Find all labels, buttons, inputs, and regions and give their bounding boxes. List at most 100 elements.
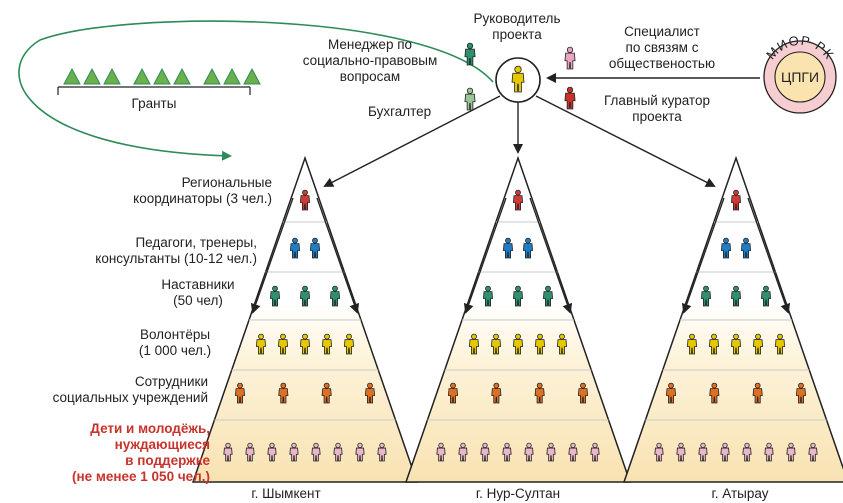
level-4-person-icon [534,382,545,404]
level-4-person-icon [665,382,677,404]
level-2-person-icon [329,285,341,307]
level-5-person-icon [458,442,468,462]
level-5-person-icon [267,442,277,462]
leader-label-line: Руководитель [473,11,561,26]
level-3-person-icon [255,333,267,355]
level-5-person-icon [524,442,534,462]
level-3-person-icon [730,333,742,355]
grant-triangle-icon [223,67,241,85]
level-5-person-icon [289,442,299,462]
level-2-person-icon [700,285,712,307]
grant-triangle-icon [103,67,121,85]
level-label-line: (1 000 чел.) [138,343,212,358]
level-5-person-icon [355,442,365,462]
pr-label-line: Специалист [624,24,700,39]
level-4-person-icon [234,382,246,404]
level-4-person-icon [577,382,589,404]
curator-label-line: проекта [632,109,682,124]
level-label-line: социальных учреждений [52,390,208,405]
level-label-line: Педагоги, тренеры, [135,235,257,250]
level-label-coordinators: Региональные координаторы (3 чел.) [72,175,272,207]
level-1-person-icon [522,237,534,259]
level-5-person-icon [568,442,578,462]
level-5-person-icon [720,442,730,462]
chief-curator-person-icon [564,86,576,110]
manager-label: Менеджер по социально-правовым вопросам [285,37,455,85]
level-4-person-icon [321,382,332,404]
flow-arrow-left [250,197,294,314]
level-3-person-icon [556,333,568,355]
level-5-person-icon [245,442,255,462]
level-5-person-icon [223,442,233,462]
arrow-to-atyrau [535,95,716,187]
grants-flow-arrow [18,20,494,161]
level-label-children: Дети и молодёжь, нуждающиеся в поддержке… [0,421,210,485]
level-3-person-icon [299,333,311,355]
pyramid-2 [622,155,843,483]
level-label-line: Наставники [161,277,235,292]
grant-triangle-icon [153,67,171,85]
level-5-person-icon [502,442,512,462]
staff-people [464,42,576,111]
flow-arrow-right [316,197,360,314]
level-5-person-icon [676,442,686,462]
level-label-line: нуждающиеся [114,437,210,452]
level-label-line: Сотрудники [134,374,208,389]
flow-arrow-left [463,197,507,314]
manager-label-line: Менеджер по [327,37,413,52]
level-2-person-icon [730,285,742,307]
city-label-shymkent: г. Шымкент [251,486,321,501]
level-5-person-icon [311,442,321,462]
level-5-person-icon [590,442,600,462]
city-label-nursultan: г. Нур-Султан [475,486,561,501]
grant-triangles [63,67,261,85]
grants-label: Гранты [131,96,177,111]
manager-label-line: социально-правовым [302,53,438,68]
level-label-line: консультанты (10-12 чел.) [95,251,257,266]
level-2-person-icon [482,285,494,307]
level-2-person-icon [299,285,311,307]
level-2-person-icon [760,285,772,307]
level-0-person-icon [299,189,311,211]
level-3-person-icon [752,333,764,355]
grant-triangle-icon [83,67,101,85]
pr-label-line: общественостью [608,56,716,71]
level-label-line: Региональные [181,175,272,190]
level-4-person-icon [278,382,289,404]
leader-person-icon [511,65,525,93]
level-5-person-icon [546,442,556,462]
grant-triangle-icon [133,67,151,85]
level-label-line: (50 чел) [173,293,223,308]
flow-arrow-right [747,197,791,314]
accountant-person-icon [464,87,476,111]
grant-triangle-icon [173,67,191,85]
level-3-person-icon [468,333,480,355]
flow-arrow-left [681,197,725,314]
level-1-person-icon [309,237,321,259]
level-5-person-icon [698,442,708,462]
level-label-line: Дети и молодёжь, [90,421,210,436]
leader-label-line: проекта [492,27,542,42]
level-4-person-icon [795,382,807,404]
flow-arrow-right [529,197,573,314]
level-label-line: в поддержке [125,453,210,468]
level-3-person-icon [277,333,289,355]
badge-core-text: ЦПГИ [781,69,819,85]
arrow-to-shymkent [323,95,501,187]
grants-group [57,67,261,95]
level-1-person-icon [502,237,514,259]
leader-label: Руководитель проекта [462,11,572,43]
level-label-volunteers: Волонтёры (1 000 чел.) [115,327,235,359]
level-3-person-icon [686,333,698,355]
pyramid-0 [191,155,419,483]
manager-label-line: вопросам [339,69,401,84]
level-4-person-icon [364,382,376,404]
level-label-social-workers: Сотрудники социальных учреждений [8,374,208,406]
level-label-mentors: Наставники (50 чел) [138,277,258,309]
level-1-person-icon [720,237,732,259]
level-label-line: (не менее 1 050 чел.) [71,469,210,484]
level-4-person-icon [752,382,763,404]
level-label-line: Волонтёры [139,327,211,342]
level-5-person-icon [377,442,387,462]
